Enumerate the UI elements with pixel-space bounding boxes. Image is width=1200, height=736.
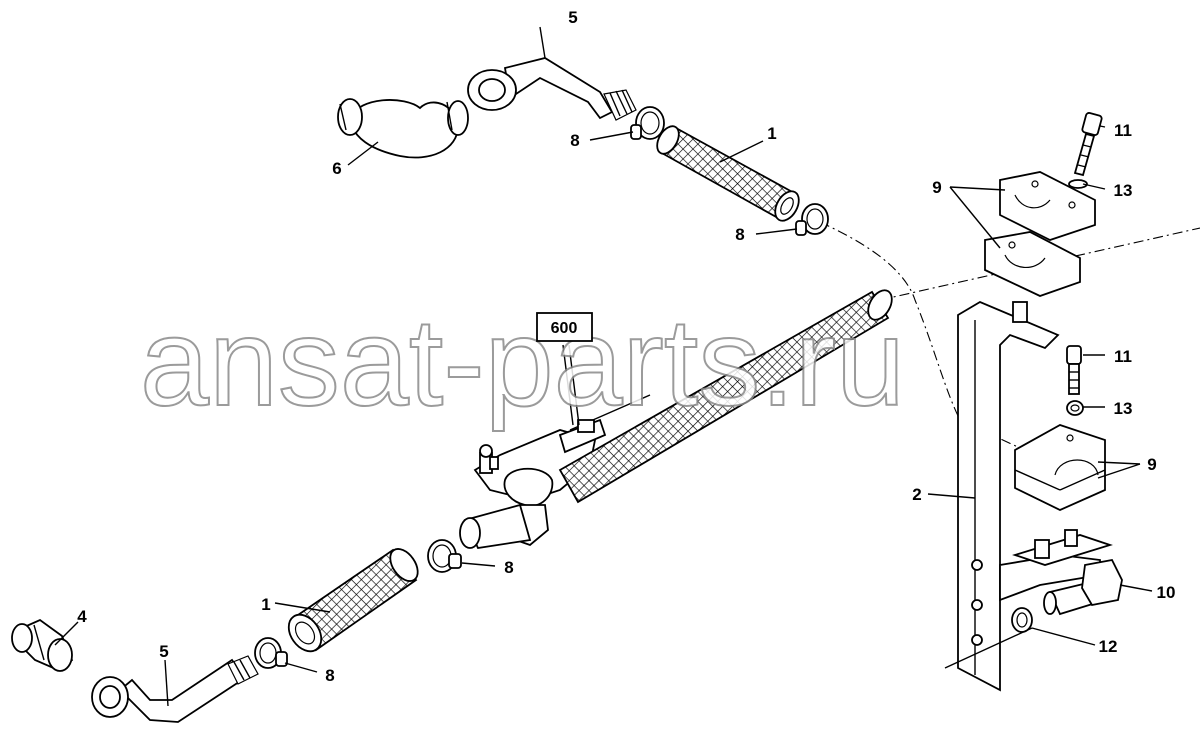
elbow-fitting-part-6 [337, 98, 469, 159]
reference-box-label: 600 [551, 320, 578, 337]
clamp-half-lower-part-9 [984, 231, 1081, 297]
pipe-elbow-bottom-part-5 [91, 655, 259, 723]
callout-8-top-b: 8 [735, 225, 744, 244]
callout-10: 10 [1157, 583, 1176, 602]
mounting-bracket-part-2 [957, 300, 1113, 692]
callout-13-top: 13 [1114, 181, 1133, 200]
callout-8-top-a: 8 [570, 131, 579, 150]
leader-lines [54, 26, 1153, 707]
callout-8-mid: 8 [504, 558, 513, 577]
bolt-top-part-11 [1073, 112, 1103, 177]
clamp-half-top-part-9 [999, 171, 1096, 241]
callout-9-top: 9 [932, 178, 941, 197]
braided-hose-main-part-1 [558, 289, 893, 504]
union-fitting-part-4 [11, 618, 74, 672]
valve-body-assembly [459, 394, 651, 549]
washer-mid-part-13 [1066, 400, 1084, 416]
callout-12: 12 [1099, 637, 1118, 656]
reference-box-600: 600 [536, 312, 593, 342]
callout-5-bottom: 5 [159, 642, 168, 661]
hose-clamp-top-b [795, 203, 829, 236]
washer-top-part-13 [1068, 179, 1088, 189]
callout-numbers: 5 6 8 1 8 11 13 9 11 13 9 2 10 12 8 4 1 … [77, 8, 1175, 685]
braided-hose-bottom-part-1 [287, 548, 419, 653]
bolt-part-10 [1043, 558, 1123, 616]
watermark: ansat-parts.ru [140, 294, 905, 432]
pipe-elbow-top-part-5 [467, 57, 637, 121]
washer-part-12 [1011, 607, 1033, 633]
callout-6: 6 [332, 159, 341, 178]
braided-hose-top-part-1 [656, 125, 800, 222]
callout-11-mid: 11 [1114, 347, 1132, 366]
bolt-mid-part-11 [1066, 345, 1082, 395]
clamp-block-part-9 [1014, 424, 1106, 511]
hose-clamp-bottom [254, 637, 288, 669]
callout-2: 2 [912, 485, 921, 504]
hose-clamp-mid [427, 539, 462, 573]
callout-4: 4 [77, 607, 87, 626]
callout-9-mid: 9 [1147, 455, 1156, 474]
callout-1-bottom: 1 [261, 595, 270, 614]
callout-1-top: 1 [767, 124, 776, 143]
callout-13-mid: 13 [1114, 399, 1133, 418]
callout-5-top: 5 [568, 8, 577, 27]
assembly-axis-upper [819, 221, 1036, 456]
callout-11-top: 11 [1114, 121, 1132, 140]
callout-8-bottom: 8 [325, 666, 334, 685]
hose-clamp-top-a [630, 106, 665, 140]
